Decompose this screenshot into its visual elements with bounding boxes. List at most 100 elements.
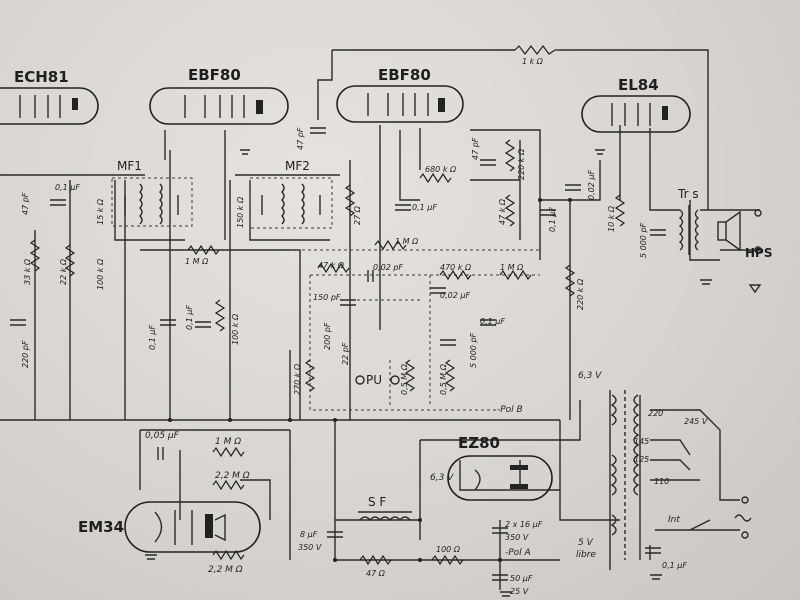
val-c-50uf: 50 µF [510, 574, 533, 583]
val-v-25: 25 V [510, 587, 529, 596]
val-v-350: 350 V [298, 543, 322, 552]
tap-110-label: 110 [654, 477, 669, 486]
ech81-label: ECH81 [14, 68, 69, 86]
hps-label: HPS [745, 246, 772, 260]
val-r-47k: 47 k Ω [498, 198, 507, 225]
val-r-47k-fb: 47 k Ω [318, 261, 345, 270]
v63-top-label: 6,3 V [578, 371, 602, 381]
val-r-47: 47 Ω [366, 569, 386, 578]
val-c-47pf-ech: 47 pF [21, 192, 30, 215]
pu-label: PU [366, 373, 382, 387]
val-r-10k-el: 10 k Ω [607, 205, 616, 232]
val-r-05m-b: 0,5 M Ω [439, 363, 448, 395]
tap-145-label: 145 [634, 437, 649, 446]
val-c-002uf: 0,02 µF [440, 291, 470, 300]
val-c-01-b: 0,1 µF [185, 305, 194, 330]
val-r-1k: 1 k Ω [522, 57, 544, 66]
transformer-mf2 [249, 177, 333, 229]
val-r-220k-el: 220 k Ω [576, 278, 585, 310]
pol-a-label: -Pol A [505, 548, 531, 558]
val-c-150pf: 150 pF [313, 293, 341, 302]
val-r-22m-a: 2,2 M Ω [215, 471, 250, 481]
val-r-05m-a: 0,5 M Ω [400, 363, 409, 395]
val-c-01-mains: 0,1 µF [662, 561, 687, 570]
v5-label: 5 V [578, 538, 594, 548]
ez80-label: EZ80 [458, 434, 500, 452]
junctions [168, 198, 572, 562]
transformer-labels: MF1 MF2 Tr s S F [117, 159, 699, 509]
mf2-label: MF2 [285, 159, 310, 173]
val-c-22pf: 22 pF [341, 342, 350, 365]
val-v-350b: 350 V [505, 533, 529, 542]
tube-ebf80-2 [336, 85, 464, 123]
terminals [355, 209, 762, 539]
val-c-220pf: 220 pF [21, 340, 30, 368]
val-c-01-ebf: 0,1 µF [412, 203, 437, 212]
ebf80-2-label: EBF80 [378, 66, 431, 84]
mains-transformer [610, 390, 640, 560]
val-r-150k: 150 k Ω [236, 196, 245, 228]
val-r-22m-b: 2,2 M Ω [208, 565, 243, 575]
val-c-002pf: 0,02 pF [373, 263, 403, 272]
trs-label: Tr s [677, 187, 699, 201]
val-r-270k: 270 k Ω [293, 363, 302, 395]
tap-125-label: 125 [634, 455, 649, 464]
tap-220-label: 220 [648, 409, 663, 418]
val-r-1m-r: 1 M Ω [500, 263, 524, 272]
val-c-5000pf: 5 000 pF [469, 332, 478, 368]
transformer-mf1 [111, 177, 193, 227]
val-r-1m-em: 1 M Ω [215, 437, 241, 447]
pol-b-label: -Pol B [497, 405, 523, 415]
ebf80-1-label: EBF80 [188, 66, 241, 84]
em34-label: EM34 [78, 518, 124, 536]
val-c-005: 0,05 µF [145, 431, 180, 441]
tube-labels: ECH81 EBF80 EBF80 EL84 EZ80 EM34 [14, 66, 659, 536]
val-c-01-ebf2: 0,1 µF [548, 207, 557, 232]
sf-label: S F [368, 495, 386, 509]
val-r-22k: 22 k Ω [59, 258, 68, 285]
val-r-680k: 680 k Ω [425, 165, 457, 174]
val-r-27k: 27 Ω [353, 205, 362, 225]
val-r-15k-ech: 15 k Ω [96, 198, 105, 225]
val-r-100k: 100 k Ω [231, 313, 240, 345]
transformer-trs [678, 205, 741, 255]
tube-ebf80-1 [149, 87, 289, 125]
interrupter-label: Int [668, 515, 680, 525]
libre-label: libre [576, 550, 596, 560]
tube-ez80 [447, 455, 553, 501]
resistors [29, 45, 626, 566]
val-c-2x16: 2 x 16 µF [505, 520, 543, 529]
connection-labels: HPS PU -Pol A -Pol B Int [366, 246, 772, 558]
component-values: 1 k Ω 47 pF 0,1 µF 15 k Ω 33 k Ω 22 k Ω … [21, 57, 687, 596]
val-r-220k: 220 k Ω [517, 148, 526, 180]
val-c-47pf-ebf: 47 pF [471, 137, 480, 160]
val-r-1m-mid: 1 M Ω [185, 257, 209, 266]
val-c-01-mf: 0,1 µF [148, 325, 157, 350]
val-r-1m-fb: 1 M Ω [395, 237, 419, 246]
filter-choke-sf [358, 511, 412, 522]
val-c-01-ech: 0,1 µF [55, 183, 80, 192]
tube-em34 [124, 501, 261, 553]
el84-label: EL84 [618, 76, 659, 94]
wiring [0, 49, 760, 590]
ground-symbols [145, 149, 762, 597]
val-c-5000pf-el: 5 000 pF [639, 222, 648, 258]
tube-el84 [581, 95, 691, 133]
val-c-47pf-top: 47 pF [296, 127, 305, 150]
val-r-33k: 33 k Ω [23, 258, 32, 285]
capacitors [10, 127, 666, 581]
val-c-200pf: 200 pF [323, 322, 332, 350]
val-c-8uf: 8 µF [300, 530, 318, 539]
v63-ez-label: 6,3 V [430, 473, 454, 483]
tap-245-label: 245 V [684, 417, 708, 426]
val-r-470k: 470 k Ω [440, 263, 472, 272]
val-c-01-fb: 0,1 µF [480, 317, 505, 326]
val-c-002-el: 0,02 µF [587, 170, 596, 200]
mf1-label: MF1 [117, 159, 142, 173]
val-r-100k-mf2: 100 k Ω [96, 258, 105, 290]
tube-ech81 [0, 87, 99, 125]
val-r-100: 100 Ω [436, 545, 461, 554]
mains-labels: 6,3 V 6,3 V 5 V libre 220 245 V 145 125 … [430, 371, 708, 560]
